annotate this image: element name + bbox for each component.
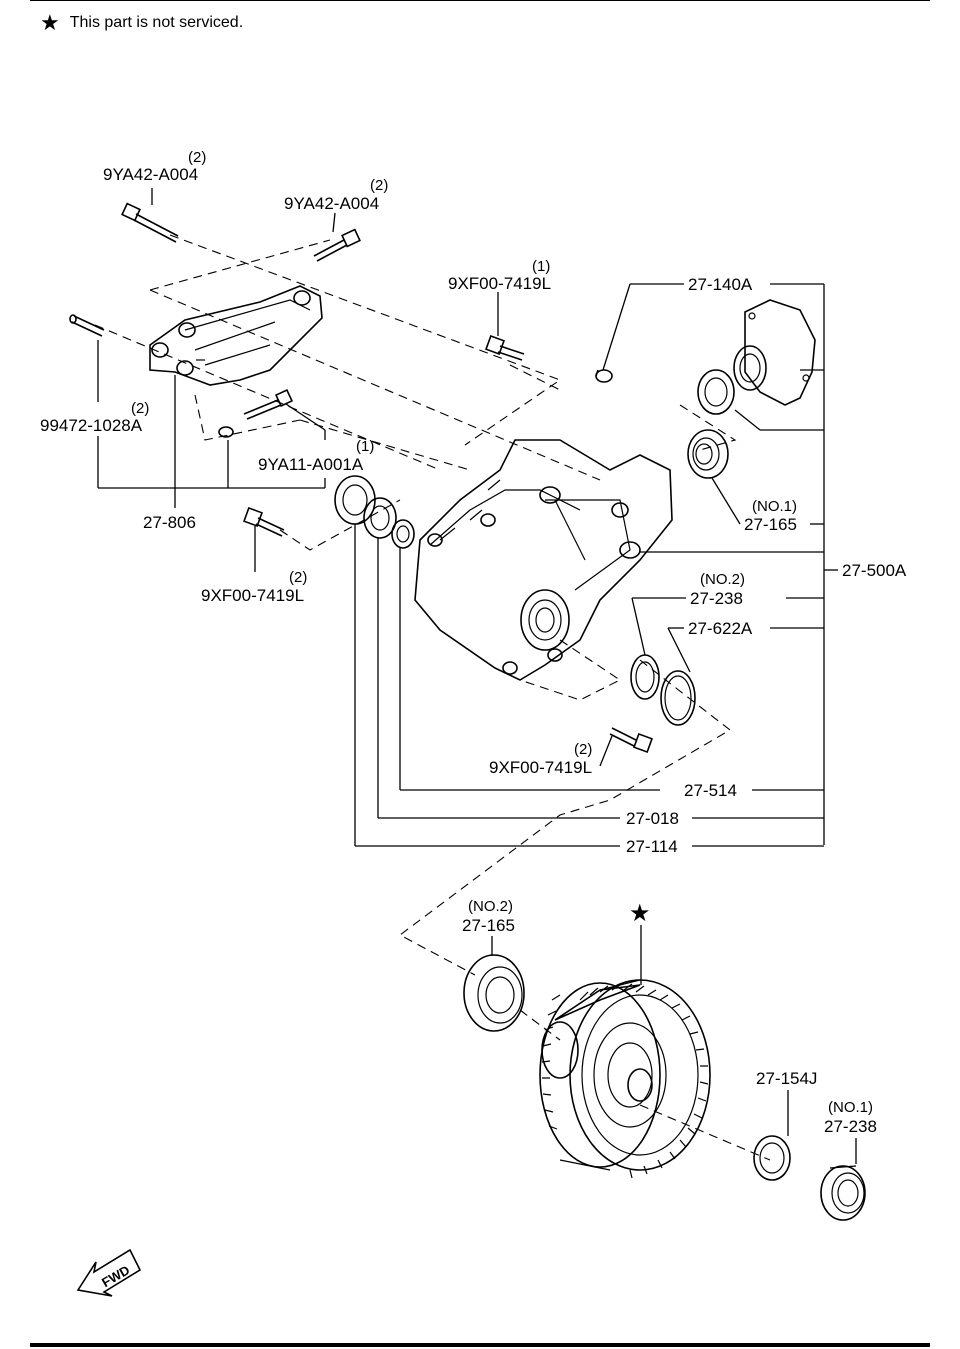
star-icon: ★ [40, 10, 60, 35]
bolt-9xf00-lower [609, 727, 653, 753]
bottom-rule [30, 1343, 930, 1347]
bolt-9xf00-upper [485, 335, 525, 361]
label-qty: (2) [574, 741, 592, 758]
label-part: 27-622A [688, 619, 753, 638]
label-qty: (1) [356, 438, 374, 455]
label-part: 27-514 [684, 781, 737, 800]
star-icon: ★ [629, 900, 651, 927]
washer-27154j [753, 1135, 791, 1181]
seal-27140a [697, 369, 735, 415]
transfer-case-27500a [414, 439, 673, 681]
fwd-arrow-icon: FWD [76, 1248, 142, 1297]
label-qty: (NO.1) [828, 1099, 873, 1116]
label-part: 9XF00-7419L [448, 274, 551, 293]
stud-99472 [69, 314, 105, 337]
bearing-27165-no2 [463, 954, 525, 1032]
bolt-9ya42-top [121, 202, 179, 243]
label-part: 9YA42-A004 [284, 194, 379, 213]
legend-note: ★ This part is not serviced. [40, 12, 243, 34]
oring-27622a [660, 670, 696, 726]
top-rule [30, 0, 930, 1]
shim-27238-no2 [630, 654, 660, 700]
part-labels: (2) 9YA42-A004 (2) 9YA42-A004 (1) 9XF00-… [40, 149, 907, 1136]
label-part: 27-238 [824, 1117, 877, 1136]
seal-27114 [334, 475, 376, 525]
seal-27018 [363, 497, 397, 539]
gear-teeth [541, 983, 709, 1179]
label-part: 9XF00-7419L [201, 586, 304, 605]
label-qty: (2) [289, 569, 307, 586]
label-part: 9YA11-A001A [258, 455, 364, 474]
cover-27140a [733, 299, 816, 406]
label-part: 27-238 [690, 589, 743, 608]
label-part: 27-154J [756, 1069, 817, 1088]
plug-27140a [595, 369, 613, 383]
bearing-27165-no1 [687, 429, 729, 479]
label-part: 99472-1028A [40, 416, 143, 435]
label-qty: (NO.1) [752, 498, 797, 515]
label-qty: (2) [188, 149, 206, 166]
label-part: 9XF00-7419L [489, 758, 592, 777]
label-qty: (NO.2) [700, 571, 745, 588]
label-part: 27-140A [688, 275, 753, 294]
bolt-9xf00-left [243, 507, 285, 537]
label-qty: (2) [131, 400, 149, 417]
label-part: 27-114 [626, 837, 678, 856]
differential-gear [539, 979, 711, 1179]
label-qty: (1) [532, 258, 550, 275]
label-part: 27-165 [462, 916, 515, 935]
label-part: 27-018 [626, 809, 679, 828]
label-part: 9YA42-A004 [103, 165, 198, 184]
label-part: 27-806 [143, 513, 196, 532]
bracket-27806 [149, 285, 323, 386]
label-part: 27-165 [744, 515, 797, 534]
label-qty: (2) [370, 177, 388, 194]
label-part: 27-500A [842, 561, 907, 580]
bolt-9ya42-right [313, 228, 361, 262]
legend-text: This part is not serviced. [69, 14, 244, 31]
bearing-27238-no1 [820, 1165, 866, 1221]
assembly-dash-lines [94, 234, 771, 1161]
label-qty: (NO.2) [468, 898, 513, 915]
bolt-9ya11 [218, 388, 294, 438]
leader-lines [97, 188, 857, 1164]
ring-27514 [391, 519, 415, 549]
